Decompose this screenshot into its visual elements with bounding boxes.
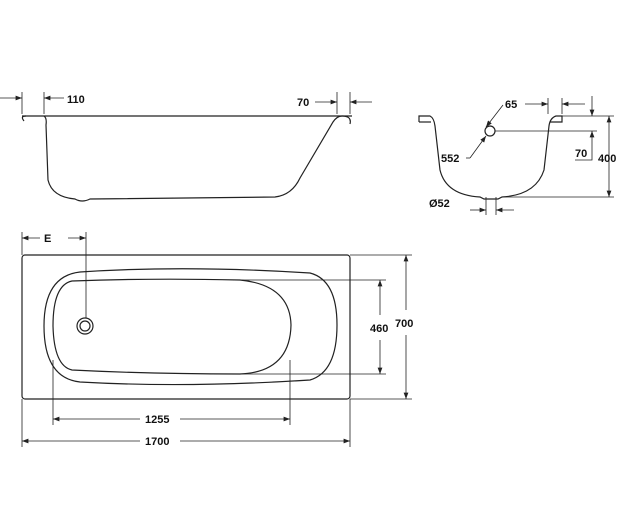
dim-400: 400 [598,153,616,165]
dim-460: 460 [370,323,388,335]
section-view: 65 552 70 400 Ø52 [418,96,616,215]
dim-70-side: 70 [297,97,309,109]
section-profile [418,115,563,200]
dim-70-section: 70 [575,148,587,160]
dim-552: 552 [441,153,459,165]
side-view: 110 70 [0,92,372,202]
dim-65: 65 [505,99,517,111]
dim-E: E [44,233,51,245]
drain-icon [76,317,94,335]
overflow-icon [484,125,496,137]
side-profile [21,115,351,202]
basin-inner [52,278,292,375]
dim-drain-diameter: Ø52 [429,198,450,210]
dim-700: 700 [395,318,413,330]
basin-outer [43,268,338,386]
dim-1700: 1700 [145,436,169,448]
dim-1255: 1255 [145,414,169,426]
dim-110: 110 [67,94,85,106]
tub-outline [21,254,351,400]
plan-view: E 1255 1700 460 700 [21,232,413,448]
